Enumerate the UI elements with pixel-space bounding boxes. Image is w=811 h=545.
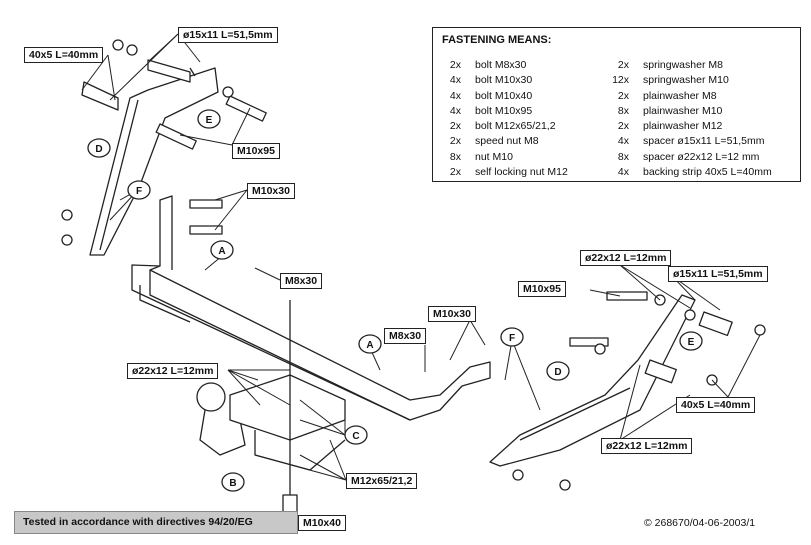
label-spacer22-left: ø22x12 L=12mm [127,363,219,379]
leader-lines [81,33,761,481]
part-letter-f1: F [136,186,142,197]
label-m10x95-left: M10x95 [232,143,280,159]
label-m8x30-center: M8x30 [384,328,427,344]
part-letter-d2: D [554,367,561,378]
part-letter-d1: D [95,144,102,155]
part-letter-b: B [229,478,236,489]
part-letter-e1: E [206,115,213,126]
part-letter-circles [87,109,703,492]
label-m12: M12x65/21,2 [346,473,418,489]
label-spacer22-right-bottom: ø22x12 L=12mm [601,438,693,454]
bracket-d-left [89,67,219,256]
part-letter-f2: F [509,333,515,344]
tested-directive-banner: Tested in accordance with directives 94/… [14,511,298,534]
part-letter-e2: E [688,337,695,348]
label-m10x30-center: M10x30 [428,306,476,322]
hardware-right [512,291,766,491]
part-letter-a1: A [218,246,225,257]
label-m10x95-right: M10x95 [518,281,566,297]
label-m10x30-left: M10x30 [247,183,295,199]
label-m10x40: M10x40 [298,515,346,531]
label-spacer22-right-top: ø22x12 L=12mm [580,250,672,266]
copyright-text: © 268670/04-06-2003/1 [644,517,756,529]
part-letter-c: C [352,431,359,442]
part-letter-a2: A [366,340,373,351]
fastening-title: FASTENING MEANS: [442,34,552,46]
label-spacer15-top: ø15x11 L=51,5mm [178,27,278,43]
label-strip-top-left: 40x5 L=40mm [24,47,104,63]
label-m8x30-left: M8x30 [280,273,323,289]
ball-hitch [196,300,346,521]
part-letters: D E F A A F D E B C [95,115,694,489]
hardware-top-left [61,39,267,246]
label-spacer15-right: ø15x11 L=51,5mm [668,266,768,282]
crossbar [131,195,491,421]
label-strip-right: 40x5 L=40mm [676,397,756,413]
